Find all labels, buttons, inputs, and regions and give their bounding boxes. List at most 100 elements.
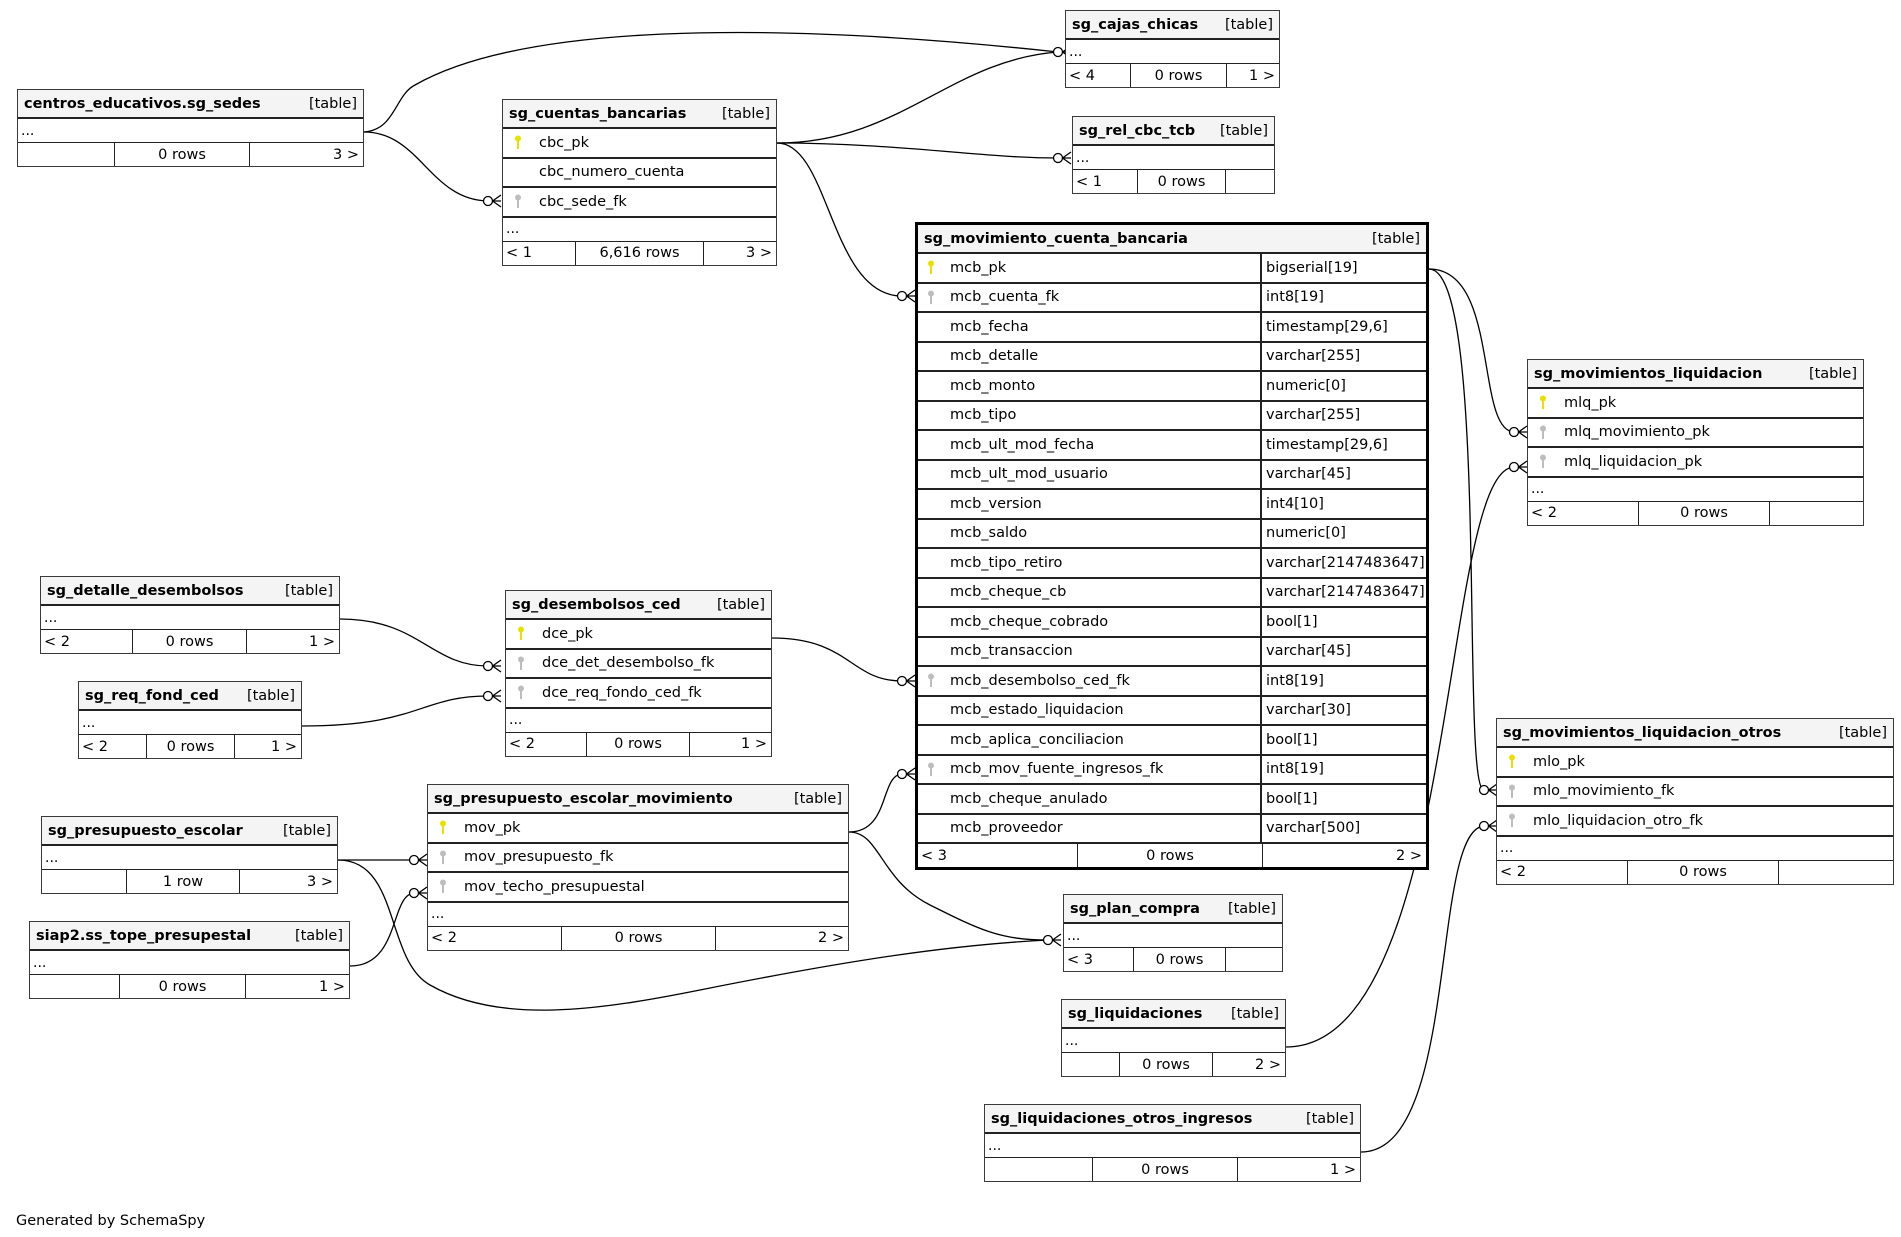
column-row[interactable]: mcb_estado_liquidacion varchar[30] [918, 696, 1426, 726]
table-node-sg-req-fond-ced[interactable]: sg_req_fond_ced [table] ... < 2 0 rows 1… [78, 681, 302, 759]
table-node-sg-sedes[interactable]: centros_educativos.sg_sedes [table] ... … [17, 89, 364, 167]
column-row[interactable]: mcb_tipo_retiro varchar[2147483647] [918, 549, 1426, 579]
table-name[interactable]: sg_liquidaciones_otros_ingresos [991, 1110, 1253, 1127]
table-node-sg-cuentas-bancarias[interactable]: sg_cuentas_bancarias [table] cbc_pk cbc_… [502, 99, 777, 266]
column-row[interactable]: mcb_pk bigserial[19] [918, 254, 1426, 284]
column-row[interactable]: mov_techo_presupuestal [428, 873, 848, 903]
column-row[interactable]: cbc_numero_cuenta [503, 159, 776, 188]
table-header[interactable]: sg_presupuesto_escolar_movimiento [table… [428, 785, 848, 814]
column-row[interactable]: mcb_ult_mod_fecha timestamp[29,6] [918, 431, 1426, 461]
column-row[interactable]: mlq_movimiento_pk [1528, 419, 1863, 448]
table-name[interactable]: sg_req_fond_ced [85, 687, 219, 704]
table-node-sg-movimientos-liquidacion-otros[interactable]: sg_movimientos_liquidacion_otros [table]… [1496, 718, 1894, 885]
table-header[interactable]: sg_movimiento_cuenta_bancaria [table] [918, 225, 1426, 254]
column-row[interactable]: mcb_proveedor varchar[500] [918, 814, 1426, 844]
column-row[interactable]: mcb_tipo varchar[255] [918, 401, 1426, 431]
parent-count-link[interactable]: < 2 [41, 630, 133, 653]
table-name[interactable]: sg_presupuesto_escolar_movimiento [434, 790, 733, 807]
table-header[interactable]: sg_plan_compra [table] [1064, 895, 1282, 924]
table-node-sg-movimientos-liquidacion[interactable]: sg_movimientos_liquidacion [table] mlq_p… [1527, 359, 1864, 526]
child-count-link[interactable]: 1 > [309, 633, 335, 650]
table-name[interactable]: siap2.ss_tope_presupestal [36, 927, 252, 944]
table-name[interactable]: sg_plan_compra [1070, 900, 1200, 917]
child-count-link[interactable]: 3 > [307, 873, 333, 890]
parent-count-link[interactable]: < 2 [428, 926, 562, 950]
child-count-link[interactable] [1770, 502, 1863, 525]
child-count-link[interactable] [1226, 948, 1282, 971]
column-row[interactable]: mlq_liquidacion_pk [1528, 448, 1863, 478]
table-header[interactable]: sg_detalle_desembolsos [table] [41, 577, 339, 606]
column-row[interactable]: mcb_saldo numeric[0] [918, 519, 1426, 549]
child-count-link[interactable]: 1 > [1249, 67, 1275, 84]
table-node-sg-presupuesto-escolar-movimiento[interactable]: sg_presupuesto_escolar_movimiento [table… [427, 784, 849, 951]
column-row[interactable]: cbc_pk [503, 129, 776, 159]
column-row[interactable]: mlo_liquidacion_otro_fk [1497, 807, 1893, 837]
table-name[interactable]: sg_movimientos_liquidacion [1534, 365, 1763, 382]
table-node-sg-liquidaciones[interactable]: sg_liquidaciones [table] ... 0 rows 2 > [1061, 999, 1286, 1077]
column-row[interactable]: mcb_aplica_conciliacion bool[1] [918, 726, 1426, 756]
parent-count-link[interactable]: < 2 [1497, 860, 1628, 884]
table-node-sg-cajas-chicas[interactable]: sg_cajas_chicas [table] ... < 4 0 rows 1… [1065, 10, 1280, 88]
table-header[interactable]: sg_presupuesto_escolar [table] [42, 817, 337, 846]
column-row[interactable]: mcb_ult_mod_usuario varchar[45] [918, 460, 1426, 490]
column-row[interactable]: mcb_cheque_cb varchar[2147483647] [918, 578, 1426, 608]
child-count-link[interactable] [1779, 861, 1893, 884]
table-name[interactable]: sg_detalle_desembolsos [47, 582, 244, 599]
table-header[interactable]: centros_educativos.sg_sedes [table] [18, 90, 363, 119]
parent-count-link[interactable]: < 1 [1073, 170, 1138, 193]
parent-count-link[interactable] [30, 975, 120, 998]
table-node-sg-liquidaciones-otros-ingresos[interactable]: sg_liquidaciones_otros_ingresos [table] … [984, 1104, 1361, 1182]
table-header[interactable]: sg_rel_cbc_tcb [table] [1073, 117, 1274, 146]
column-row[interactable]: dce_pk [506, 620, 771, 650]
table-node-sg-detalle-desembolsos[interactable]: sg_detalle_desembolsos [table] ... < 2 0… [40, 576, 340, 654]
child-count-link[interactable]: 2 > [1396, 847, 1422, 864]
column-row[interactable]: dce_req_fondo_ced_fk [506, 679, 771, 709]
column-row[interactable]: mov_presupuesto_fk [428, 844, 848, 873]
table-node-ss-tope-presupestal[interactable]: siap2.ss_tope_presupestal [table] ... 0 … [29, 921, 350, 999]
column-row[interactable]: mcb_transaccion varchar[45] [918, 637, 1426, 667]
parent-count-link[interactable]: < 3 [918, 844, 1078, 867]
child-count-link[interactable]: 1 > [271, 738, 297, 755]
table-header[interactable]: sg_cuentas_bancarias [table] [503, 100, 776, 129]
child-count-link[interactable]: 1 > [741, 736, 767, 752]
column-row[interactable]: mlo_movimiento_fk [1497, 778, 1893, 807]
column-row[interactable]: mlo_pk [1497, 748, 1893, 778]
table-header[interactable]: sg_cajas_chicas [table] [1066, 11, 1279, 40]
parent-count-link[interactable] [18, 143, 115, 166]
table-header[interactable]: sg_liquidaciones [table] [1062, 1000, 1285, 1029]
parent-count-link[interactable]: < 2 [506, 732, 587, 756]
table-name[interactable]: sg_desembolsos_ced [512, 596, 681, 613]
table-node-sg-plan-compra[interactable]: sg_plan_compra [table] ... < 3 0 rows [1063, 894, 1283, 972]
child-count-link[interactable]: 2 > [818, 930, 844, 946]
table-name[interactable]: sg_movimiento_cuenta_bancaria [924, 230, 1188, 247]
column-row[interactable]: mcb_cheque_cobrado bool[1] [918, 608, 1426, 638]
table-node-sg-movimiento-cuenta-bancaria[interactable]: sg_movimiento_cuenta_bancaria [table] mc… [915, 222, 1429, 870]
table-header[interactable]: sg_req_fond_ced [table] [79, 682, 301, 711]
child-count-link[interactable]: 1 > [319, 978, 345, 995]
parent-count-link[interactable] [985, 1158, 1093, 1181]
parent-count-link[interactable] [1062, 1053, 1120, 1076]
table-name[interactable]: sg_movimientos_liquidacion_otros [1503, 724, 1782, 741]
column-row[interactable]: mcb_desembolso_ced_fk int8[19] [918, 667, 1426, 697]
table-name[interactable]: sg_cuentas_bancarias [509, 105, 687, 122]
parent-count-link[interactable]: < 2 [1528, 501, 1639, 525]
child-count-link[interactable] [1226, 170, 1274, 193]
column-row[interactable]: mcb_detalle varchar[255] [918, 342, 1426, 372]
column-row[interactable]: dce_det_desembolso_fk [506, 650, 771, 679]
table-node-sg-desembolsos-ced[interactable]: sg_desembolsos_ced [table] dce_pk dce_de… [505, 590, 772, 757]
table-header[interactable]: sg_liquidaciones_otros_ingresos [table] [985, 1105, 1360, 1134]
table-name[interactable]: sg_liquidaciones [1068, 1005, 1203, 1022]
column-row[interactable]: mcb_version int4[10] [918, 490, 1426, 520]
column-row[interactable]: mcb_monto numeric[0] [918, 372, 1426, 402]
column-row[interactable]: cbc_sede_fk [503, 188, 776, 218]
table-name[interactable]: sg_presupuesto_escolar [48, 822, 243, 839]
parent-count-link[interactable]: < 1 [503, 241, 576, 265]
child-count-link[interactable]: 1 > [1330, 1161, 1356, 1178]
parent-count-link[interactable] [42, 870, 127, 893]
column-row[interactable]: mcb_cheque_anulado bool[1] [918, 785, 1426, 815]
column-row[interactable]: mcb_fecha timestamp[29,6] [918, 313, 1426, 343]
child-count-link[interactable]: 3 > [333, 146, 359, 163]
child-count-link[interactable]: 2 > [1255, 1056, 1281, 1073]
table-header[interactable]: sg_movimientos_liquidacion [table] [1528, 360, 1863, 389]
parent-count-link[interactable]: < 4 [1066, 64, 1131, 87]
